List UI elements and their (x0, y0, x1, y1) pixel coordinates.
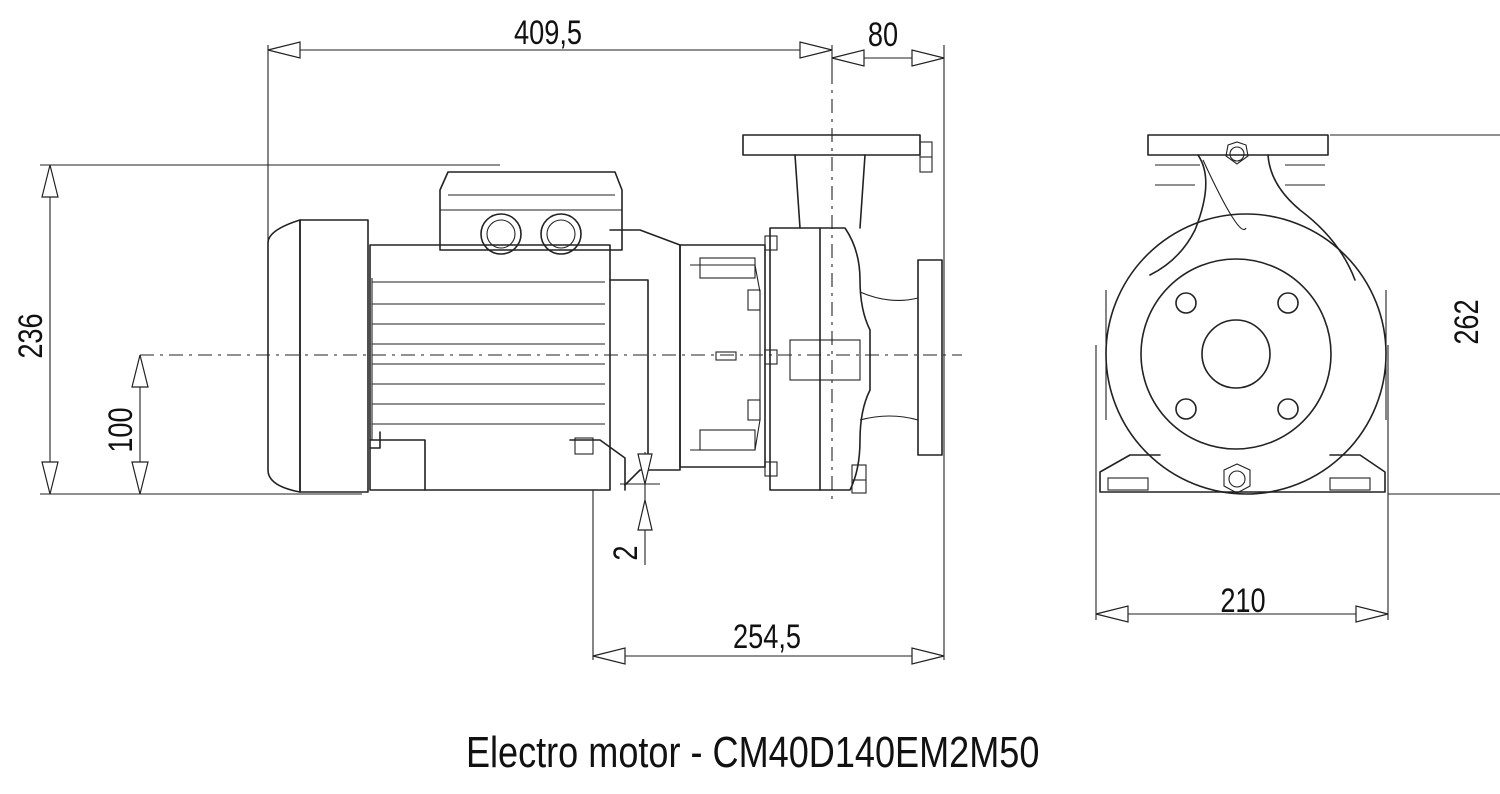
cable-gland-left (480, 213, 522, 255)
cooling-fins (371, 278, 605, 440)
dim-end-view-width: 210 (1220, 581, 1265, 620)
impeller (789, 339, 861, 381)
end-shield (299, 219, 369, 493)
dim-overall-length: 409,5 (514, 13, 582, 52)
end-top-nut (1225, 141, 1249, 165)
casing-cover (769, 227, 821, 491)
pump-volute (819, 227, 871, 491)
flange-hole (1277, 398, 1299, 420)
fan-cover (267, 219, 301, 493)
terminal-box (439, 171, 623, 251)
suction-flange-face (1140, 258, 1332, 450)
dim-suction-depth: 80 (868, 15, 898, 54)
dimension-lines (40, 41, 1500, 665)
end-feet (1099, 454, 1386, 493)
dim-axis-height: 100 (101, 407, 140, 452)
flange-hole (1175, 398, 1197, 420)
dimension-labels: 409,5 80 236 100 2 254,5 210 262 (11, 13, 1486, 656)
motor-bracket (609, 229, 681, 486)
dim-end-view-height: 262 (1447, 299, 1486, 344)
bolt-head (747, 289, 761, 311)
end-drain-nut (1223, 463, 1251, 494)
end-discharge-flange (1147, 134, 1329, 156)
dim-foot-to-flange: 254,5 (733, 617, 801, 656)
dim-overall-height: 236 (11, 313, 50, 358)
discharge-neck (794, 154, 866, 229)
suction-flange (917, 259, 943, 456)
flange-hole (1277, 292, 1299, 314)
cable-gland-right (540, 213, 582, 255)
end-view (1099, 134, 1387, 495)
drawing-caption: Electro motor - CM40D140EM2M50 (465, 728, 1040, 777)
motor-body (369, 244, 611, 491)
suction-bore (1201, 319, 1271, 389)
end-volute (1149, 154, 1356, 281)
flange-hole (1175, 292, 1197, 314)
motor-foot (369, 431, 626, 491)
dim-foot-offset: 2 (606, 545, 645, 560)
side-view (140, 70, 962, 500)
